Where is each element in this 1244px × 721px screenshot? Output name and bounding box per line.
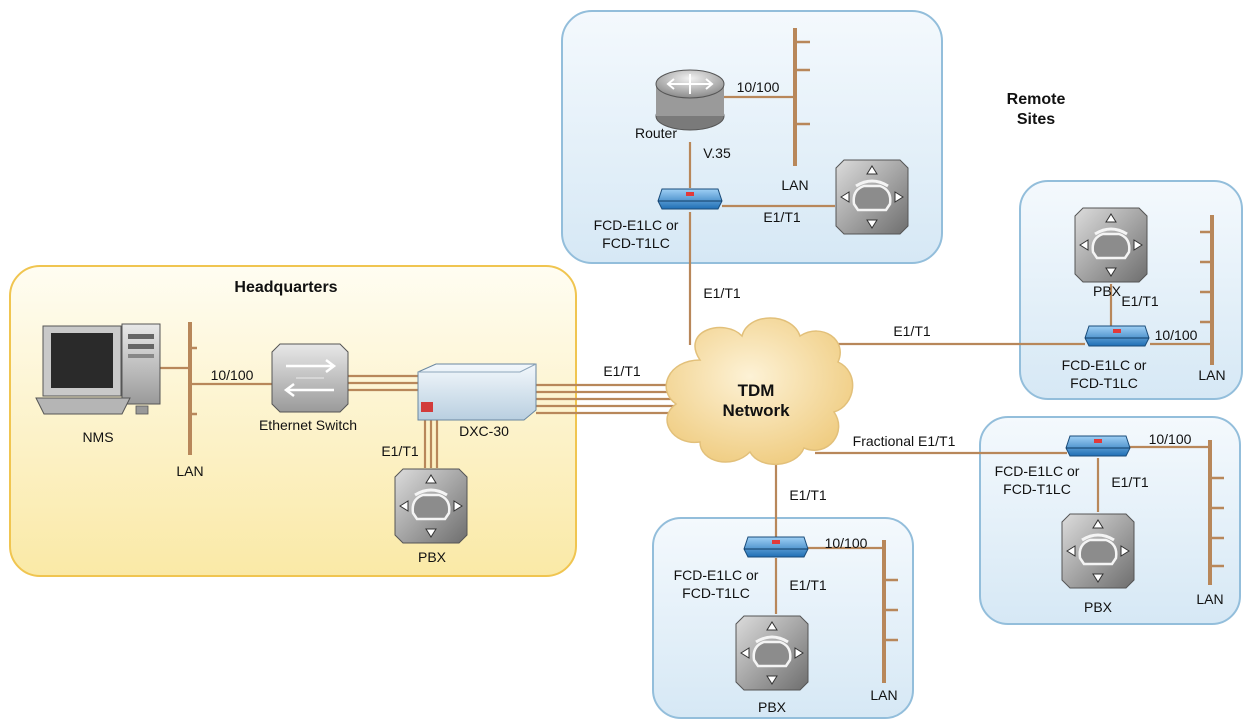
hq-trunk-label: E1/T1: [603, 363, 641, 379]
top-fcd-modem-icon: [657, 188, 723, 210]
right1-fcd-label-line2: FCD-T1LC: [1070, 375, 1138, 391]
bottom-fcd-label-line1: FCD-E1LC or: [674, 567, 759, 583]
ethernet-switch-label: Ethernet Switch: [259, 417, 357, 433]
right2-fcd-label-line2: FCD-T1LC: [1003, 481, 1071, 497]
right1-lan-label: LAN: [1198, 367, 1225, 383]
bottom-fcd-label-line2: FCD-T1LC: [682, 585, 750, 601]
nms-computer: [35, 323, 161, 415]
right1-lan-bar: [1200, 215, 1214, 365]
headquarters-title: Headquarters: [234, 279, 337, 296]
top-lan-label: LAN: [781, 177, 808, 193]
hq-lan-bar: [188, 322, 197, 455]
tdm-label: TDM: [738, 381, 775, 400]
top-fcd-label-line1: FCD-E1LC or: [594, 217, 679, 233]
right2-uplink-label: Fractional E1/T1: [853, 433, 956, 449]
top-uplink-label: E1/T1: [703, 285, 741, 301]
bottom-lan-bar: [882, 540, 898, 683]
bottom-pbx-link-label: E1/T1: [789, 577, 827, 593]
right2-lan-bar: [1208, 440, 1224, 585]
router-icon: [655, 69, 725, 131]
right2-pbx-link-label: E1/T1: [1111, 474, 1149, 490]
right2-fcd-modem-icon: [1065, 435, 1131, 457]
bottom-lan-speed-label: 10/100: [825, 535, 868, 551]
ethernet-switch: [271, 343, 349, 413]
right1-uplink-label: E1/T1: [893, 323, 931, 339]
bottom-pbx-icon: [734, 614, 810, 692]
right2-lan-label: LAN: [1196, 591, 1223, 607]
right2-fcd-label-line1: FCD-E1LC or: [995, 463, 1080, 479]
hq-pbx-label: PBX: [418, 549, 447, 565]
v35-label: V.35: [703, 145, 731, 161]
router-label: Router: [635, 125, 677, 141]
right1-lan-speed-label: 10/100: [1155, 327, 1198, 343]
nms-label: NMS: [82, 429, 113, 445]
hq-pbx-icon: [393, 467, 469, 545]
right1-pbx-icon: [1073, 206, 1149, 284]
bottom-lan-label: LAN: [870, 687, 897, 703]
dxc-30-device: [417, 363, 537, 421]
right1-pbx-label: PBX: [1093, 283, 1122, 299]
tdm-network-cloud: TDM Network: [665, 317, 854, 466]
hq-pbx-link-label: E1/T1: [381, 443, 419, 459]
top-lan-bar: [793, 28, 810, 166]
dxc-label: DXC-30: [459, 423, 509, 439]
links: [160, 95, 1212, 614]
right2-pbx-label: PBX: [1084, 599, 1113, 615]
right2-lan-speed-label: 10/100: [1149, 431, 1192, 447]
right2-pbx-icon: [1060, 512, 1136, 590]
top-pbx-link-label: E1/T1: [763, 209, 801, 225]
top-lan-speed-label: 10/100: [737, 79, 780, 95]
remote-sites-title-line2: Sites: [1017, 111, 1055, 128]
remote-sites-title-line1: Remote: [1007, 91, 1066, 108]
bottom-pbx-label: PBX: [758, 699, 787, 715]
top-pbx-icon: [834, 158, 910, 236]
hq-lan-speed-label: 10/100: [211, 367, 254, 383]
bottom-uplink-label: E1/T1: [789, 487, 827, 503]
hq-lan-label: LAN: [176, 463, 203, 479]
right1-fcd-modem-icon: [1084, 325, 1150, 347]
right1-pbx-link-label: E1/T1: [1121, 293, 1159, 309]
bottom-fcd-modem-icon: [743, 536, 809, 558]
network-label: Network: [722, 401, 790, 420]
top-fcd-label-line2: FCD-T1LC: [602, 235, 670, 251]
right1-fcd-label-line1: FCD-E1LC or: [1062, 357, 1147, 373]
